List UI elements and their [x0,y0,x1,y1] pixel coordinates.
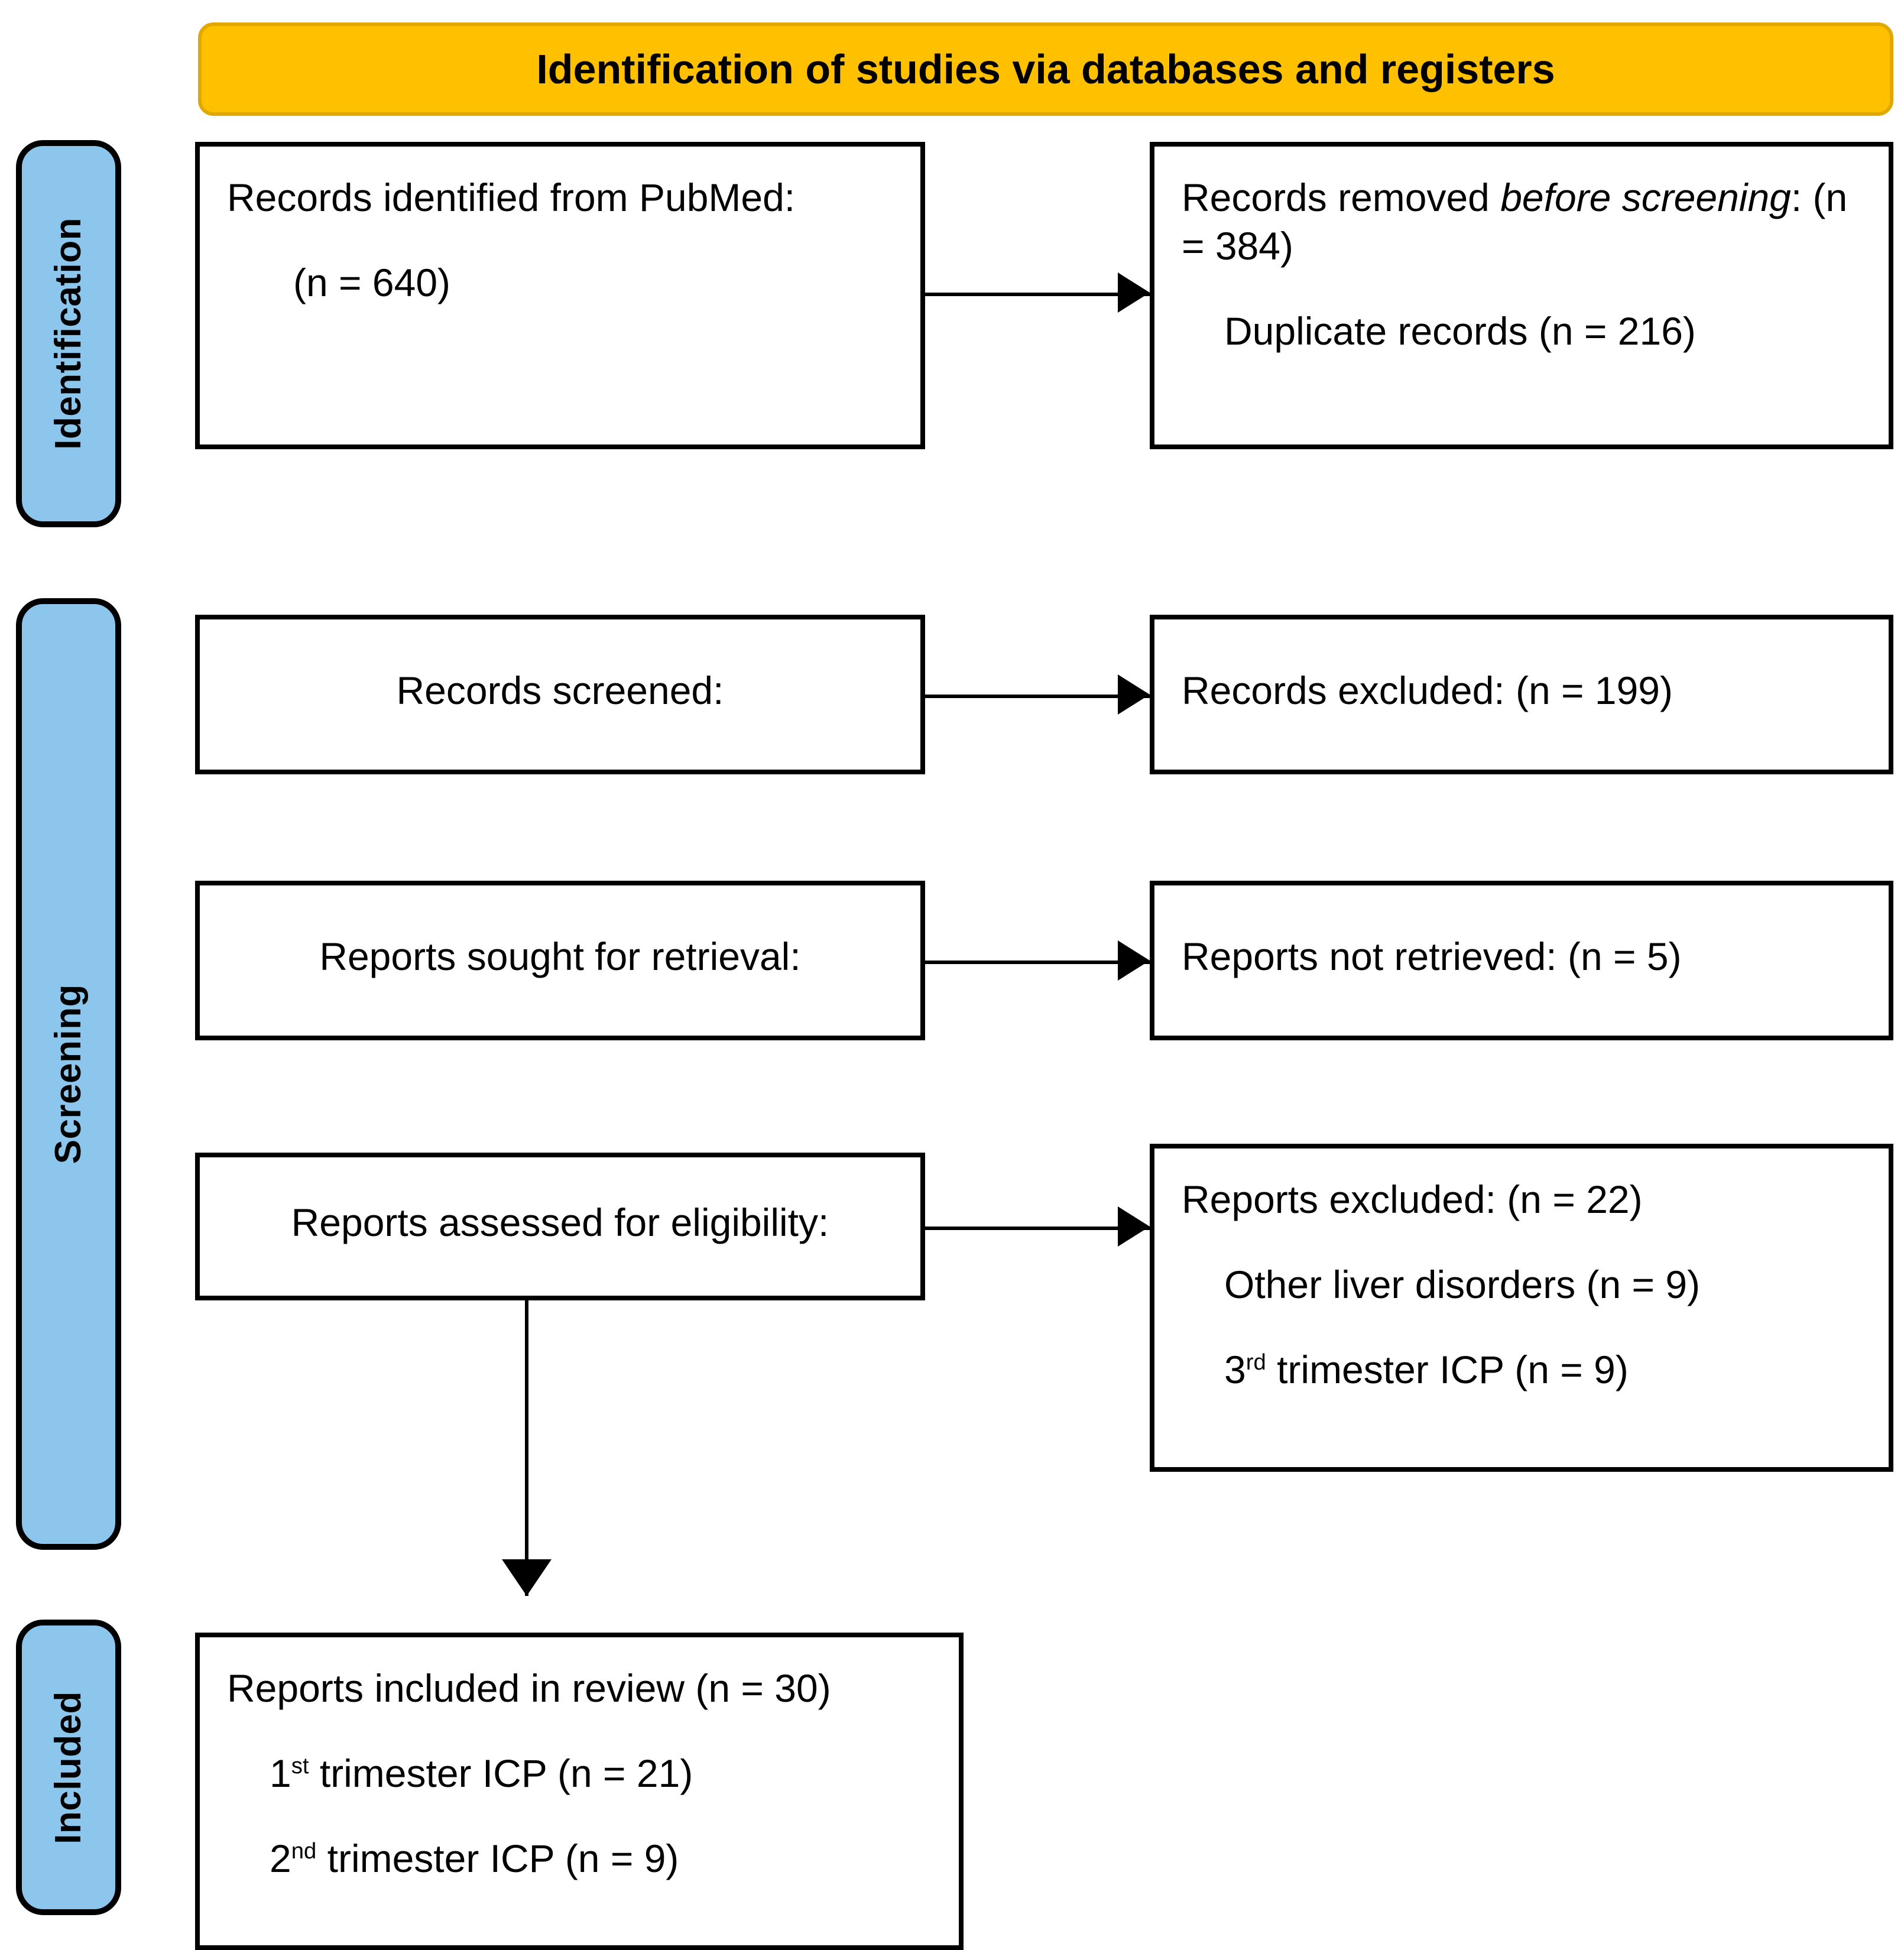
records-identified-count: (n = 640) [293,260,450,304]
records-removed-text-italic: before screening [1500,176,1791,219]
phase-rail-included: Included [16,1620,121,1915]
diagram-header-banner: Identification of studies via databases … [198,22,1893,116]
box-records-removed: Records removed before screening: (n = 3… [1150,142,1893,449]
connector-screened-to-excluded [925,695,1150,698]
reports-included-line-1: Reports included in review (n = 30) [227,1666,831,1710]
arrowhead-screened-to-excluded [1118,674,1150,715]
records-removed-line-1: Records removed before screening: (n = 3… [1182,174,1861,271]
reports-excluded-line-1: Reports excluded: (n = 22) [1182,1177,1643,1221]
box-reports-excluded: Reports excluded: (n = 22) Other liver d… [1150,1144,1893,1472]
arrowhead-assessed-to-excluded [1118,1206,1150,1247]
second-trimester-rest: trimester ICP (n = 9) [316,1836,679,1880]
phase-rail-identification-label: Identification [48,218,89,450]
connector-assessed-to-included [525,1300,528,1596]
diagram-title: Identification of studies via databases … [536,46,1555,92]
connector-assessed-to-excluded [925,1227,1150,1230]
second-trimester-number: 2 [270,1836,291,1880]
box-reports-included: Reports included in review (n = 30) 1st … [195,1633,964,1950]
records-removed-text-b: : (n = 384) [1182,176,1848,268]
phase-rail-screening: Screening [16,598,121,1550]
reports-excluded-other-liver: Other liver disorders (n = 9) [1224,1262,1701,1306]
arrowhead-sought-to-not-retrieved [1118,940,1150,981]
records-excluded-line-1: Records excluded: (n = 199) [1182,669,1673,712]
records-removed-duplicates: Duplicate records (n = 216) [1224,309,1696,353]
phase-rail-screening-label: Screening [48,984,89,1164]
phase-rail-included-label: Included [48,1691,89,1844]
records-removed-text-a: Records removed [1182,176,1501,219]
phase-rail-identification: Identification [16,140,121,527]
first-trimester-number: 1 [270,1751,291,1795]
arrowhead-identified-to-removed [1118,272,1150,313]
connector-sought-to-not-retrieved [925,961,1150,964]
reports-excluded-third-trimester: 3rd trimester ICP (n = 9) [1182,1346,1861,1394]
third-trimester-number: 3 [1224,1347,1246,1391]
reports-sought-line-1: Reports sought for retrieval: [319,935,801,978]
box-reports-not-retrieved: Reports not retrieved: (n = 5) [1150,881,1893,1040]
first-trimester-rest: trimester ICP (n = 21) [309,1751,693,1795]
first-trimester-ordinal-suffix: st [291,1753,309,1779]
box-records-excluded: Records excluded: (n = 199) [1150,615,1893,774]
second-trimester-ordinal-suffix: nd [291,1838,317,1864]
records-screened-line-1: Records screened: [396,669,724,712]
box-records-identified: Records identified from PubMed: (n = 640… [195,142,925,449]
box-reports-assessed: Reports assessed for eligibility: [195,1153,925,1300]
reports-assessed-line-1: Reports assessed for eligibility: [291,1201,829,1244]
third-trimester-rest: trimester ICP (n = 9) [1266,1347,1629,1391]
reports-included-first-trimester: 1st trimester ICP (n = 21) [227,1750,932,1798]
reports-not-retrieved-line-1: Reports not retrieved: (n = 5) [1182,935,1682,978]
box-reports-sought: Reports sought for retrieval: [195,881,925,1040]
box-records-screened: Records screened: [195,615,925,774]
records-identified-line-1: Records identified from PubMed: [227,176,796,219]
third-trimester-ordinal-suffix: rd [1245,1349,1266,1375]
arrowhead-assessed-to-included [502,1559,552,1596]
reports-included-second-trimester: 2nd trimester ICP (n = 9) [227,1835,932,1883]
connector-identified-to-removed [925,293,1150,296]
